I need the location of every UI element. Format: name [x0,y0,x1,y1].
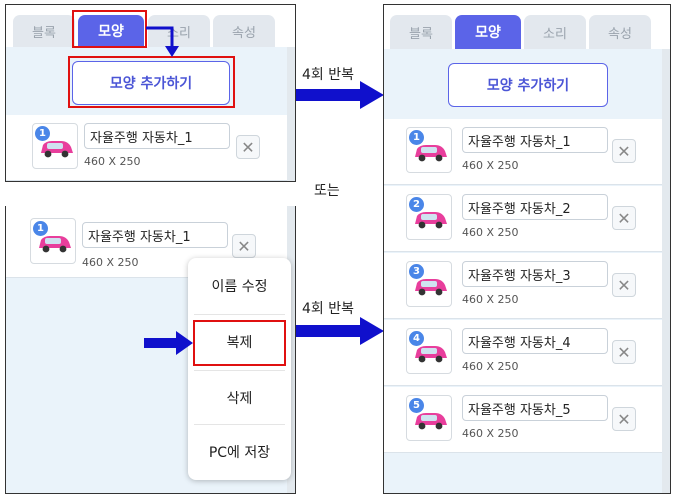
costume-list: 모양 추가하기 1 자율주행 자동차_1 460 X 250 ✕ [6,47,295,181]
costume-item[interactable]: 5 자율주행 자동차_5 460 X 250 ✕ [384,387,670,453]
costume-thumbnail: 5 [406,395,452,441]
context-menu: 이름 수정 복제 삭제 PC에 저장 [188,258,291,480]
menu-item-delete[interactable]: 삭제 [226,391,253,407]
pointer-arrow-icon [146,26,179,57]
costume-name-input[interactable]: 자율주행 자동차_1 [462,127,608,153]
costume-name-input[interactable]: 자율주행 자동차_1 [84,123,230,149]
costume-name-input[interactable]: 자율주행 자동차_5 [462,395,608,421]
tab-costume[interactable]: 모양 [78,15,144,47]
costume-thumbnail: 1 [406,127,452,173]
delete-costume-button[interactable]: ✕ [236,135,260,159]
or-label: 또는 [314,183,340,199]
costume-thumbnail: 1 [30,218,76,264]
delete-costume-button[interactable]: ✕ [612,407,636,431]
tab-bar: 블록 모양 소리 속성 [6,5,295,47]
costume-item[interactable]: 4 자율주행 자동차_4 460 X 250 ✕ [384,320,670,386]
menu-divider [194,370,285,371]
scrollbar-strip [287,47,295,181]
tab-bar: 블록 모양 소리 속성 [384,5,670,49]
delete-costume-button[interactable]: ✕ [612,139,636,163]
panel-add-costume: 블록 모양 소리 속성 모양 추가하기 1 자율주행 자동차_1 460 X 2… [5,4,296,182]
car-icon [415,279,447,296]
delete-costume-button[interactable]: ✕ [612,340,636,364]
right-arrow-icon [296,317,384,345]
tab-sound[interactable]: 소리 [524,15,586,49]
costume-name-input[interactable]: 자율주행 자동차_4 [462,328,608,354]
costume-list: 모양 추가하기 1 자율주행 자동차_1 460 X 250 ✕ [384,49,670,493]
tab-properties[interactable]: 속성 [213,15,275,47]
menu-item-save-to-pc[interactable]: PC에 저장 [208,445,271,461]
delete-costume-button[interactable]: ✕ [612,273,636,297]
right-arrow-icon [296,81,384,109]
repeat-label-bottom: 4회 반복 [302,301,354,317]
costume-size: 460 X 250 [462,159,519,172]
car-icon [39,236,71,253]
costume-item[interactable]: 1 자율주행 자동차_1 460 X 250 ✕ [384,119,670,185]
tab-costume[interactable]: 모양 [455,15,521,49]
costume-number-badge: 1 [33,221,48,236]
costume-item[interactable]: 2 자율주행 자동차_2 460 X 250 ✕ [384,186,670,252]
tab-properties[interactable]: 속성 [589,15,651,49]
panel-result: 블록 모양 소리 속성 모양 추가하기 1 자율주행 자동차_1 460 X 2… [383,4,671,494]
costume-number-badge: 1 [35,126,50,141]
car-icon [415,145,447,162]
costume-number-badge: 2 [409,197,424,212]
costume-size: 460 X 250 [82,256,139,269]
costume-thumbnail: 1 [32,123,78,169]
costume-number-badge: 1 [409,130,424,145]
scrollbar-strip [287,206,295,493]
costume-name-input[interactable]: 자율주행 자동차_3 [462,261,608,287]
highlight-duplicate [193,320,286,366]
costume-size: 460 X 250 [462,360,519,373]
car-icon [415,212,447,229]
highlight-add-button [68,56,235,108]
costume-size: 460 X 250 [84,155,141,168]
add-costume-button[interactable]: 모양 추가하기 [72,61,230,105]
right-arrow-icon [144,331,193,355]
tab-blocks[interactable]: 블록 [13,15,75,47]
menu-item-duplicate[interactable]: 복제 [226,335,253,351]
costume-number-badge: 5 [409,398,424,413]
costume-number-badge: 4 [409,331,424,346]
menu-divider [194,424,285,425]
costume-size: 460 X 250 [462,427,519,440]
costume-name-input[interactable]: 자율주행 자동차_2 [462,194,608,220]
scrollbar-strip [662,49,670,493]
tab-blocks[interactable]: 블록 [390,15,452,49]
costume-thumbnail: 4 [406,328,452,374]
costume-number-badge: 3 [409,264,424,279]
menu-item-rename[interactable]: 이름 수정 [211,279,268,295]
repeat-label-top: 4회 반복 [302,67,354,83]
delete-costume-button[interactable]: ✕ [232,234,256,258]
costume-thumbnail: 2 [406,194,452,240]
costume-thumbnail: 3 [406,261,452,307]
costume-name-input[interactable]: 자율주행 자동차_1 [82,222,228,248]
costume-item[interactable]: 3 자율주행 자동차_3 460 X 250 ✕ [384,253,670,319]
costume-size: 460 X 250 [462,226,519,239]
car-icon [415,413,447,430]
add-costume-button[interactable]: 모양 추가하기 [448,63,608,107]
costume-size: 460 X 250 [462,293,519,306]
menu-divider [194,314,285,315]
costume-item[interactable]: 1 자율주행 자동차_1 460 X 250 ✕ [6,115,295,181]
car-icon [415,346,447,363]
car-icon [41,141,73,158]
delete-costume-button[interactable]: ✕ [612,206,636,230]
highlight-tab-costume [72,10,147,48]
